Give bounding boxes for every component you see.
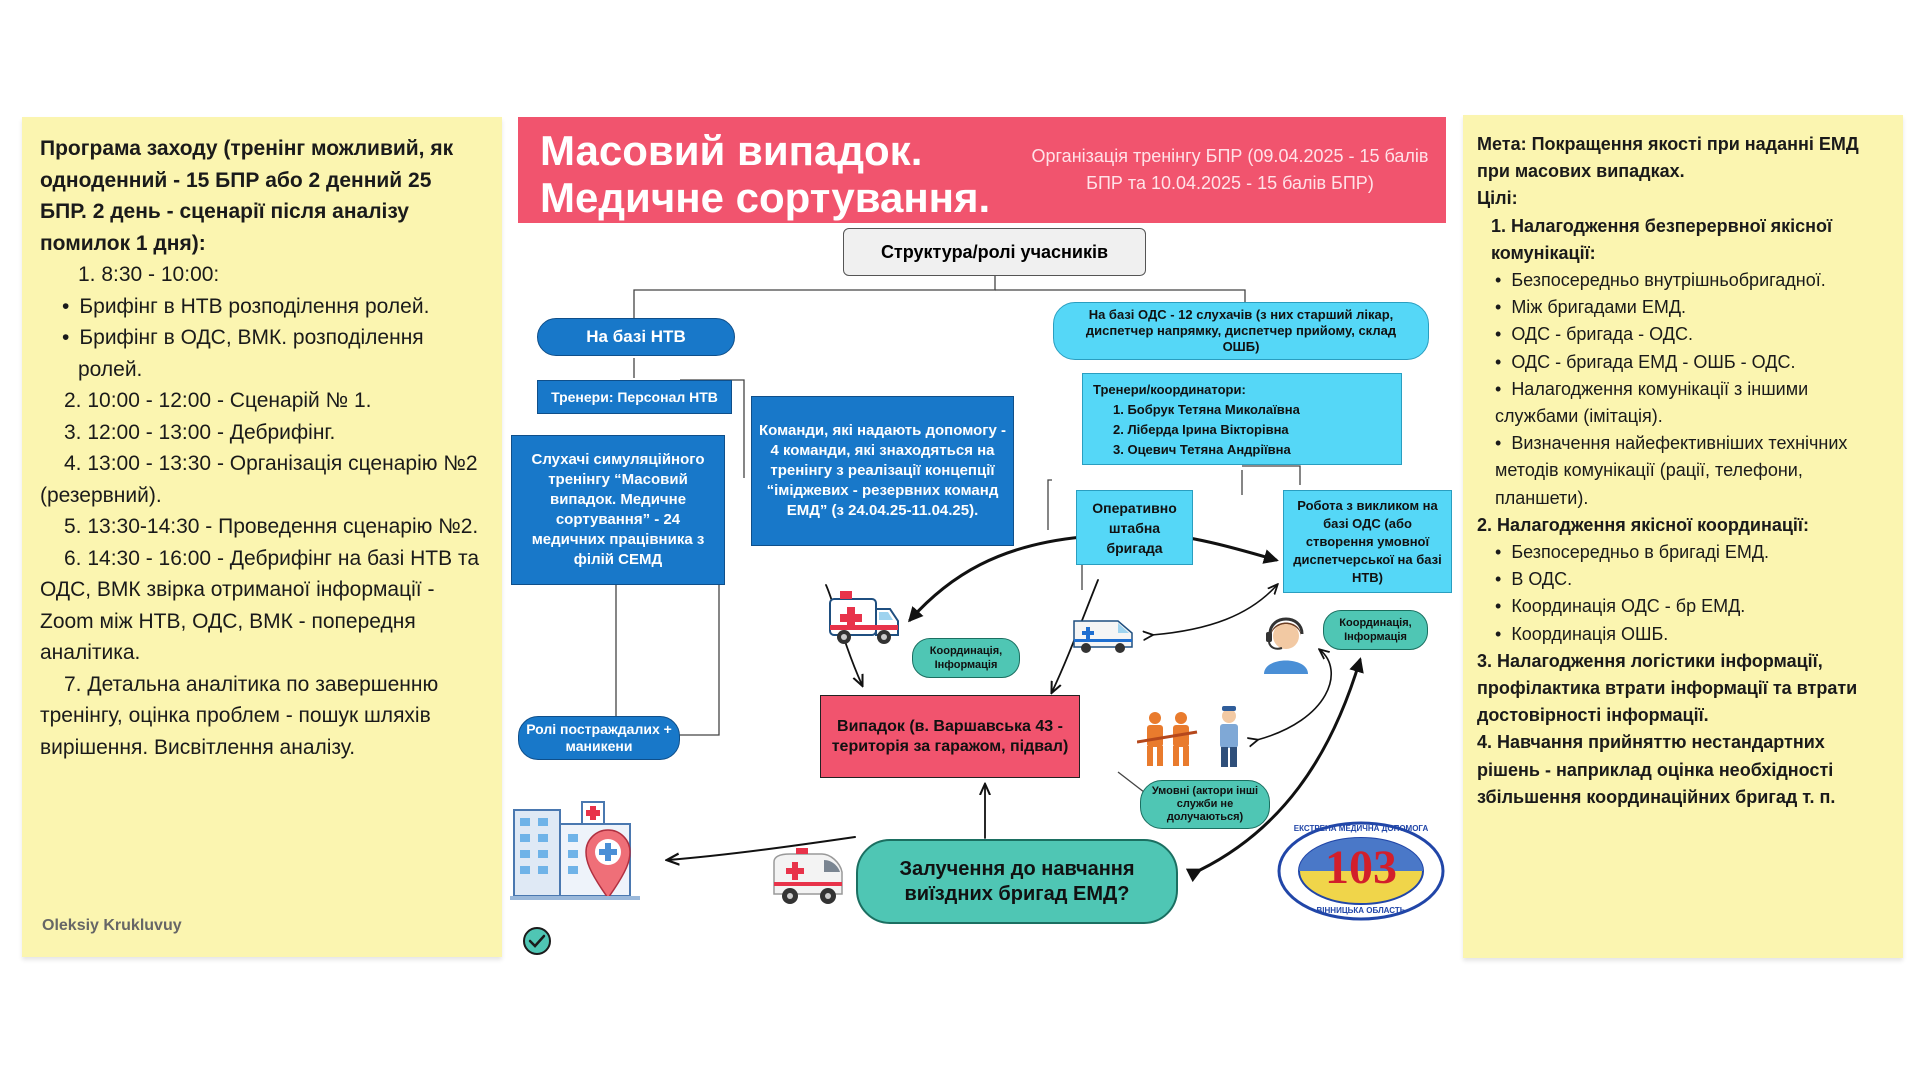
teams-box: Команди, які надають допомогу - 4 команд… bbox=[751, 396, 1014, 546]
logo-number: 103 bbox=[1325, 841, 1397, 894]
involvement-box: Залучення до навчання виїздних бригад ЕМ… bbox=[856, 839, 1178, 924]
program-item-7: 7. Детальна аналітика по завершенню трен… bbox=[40, 672, 439, 759]
title-banner: Масовий випадок. Медичне сортування. Орг… bbox=[518, 117, 1446, 223]
incident-box: Випадок (в. Варшавська 43 - територія за… bbox=[820, 695, 1080, 778]
program-note: Програма заходу (тренінг можливий, як од… bbox=[22, 117, 502, 957]
author-name: Oleksiy Krukluvuy bbox=[42, 917, 182, 934]
program-item-5: 5. 13:30-14:30 - Проведення сценарію №2. bbox=[64, 515, 479, 538]
logo-region: ВІННИЦЬКА ОБЛАСТЬ bbox=[1316, 906, 1406, 915]
dispatcher-icon bbox=[1264, 617, 1308, 674]
coordination-right-badge: Координація, Інформація bbox=[1323, 610, 1428, 650]
program-item-2: 2. 10:00 - 12:00 - Сценарій № 1. bbox=[64, 389, 372, 412]
logo-text: ЕКСТРЕНА МЕДИЧНА ДОПОМОГА bbox=[1293, 824, 1429, 833]
objective-1: 1. Налагодження безперервної якісної ком… bbox=[1491, 215, 1833, 263]
program-item-3: 3. 12:00 - 13:00 - Дебрифінг. bbox=[64, 420, 336, 444]
emergency-logo: 103 ЕКСТРЕНА МЕДИЧНА ДОПОМОГА ВІННИЦЬКА … bbox=[1276, 820, 1446, 922]
hospital-icon bbox=[510, 801, 640, 900]
ods-trainer-3: 3. Оцевич Тетяна Андріївна bbox=[1113, 442, 1291, 457]
ntv-trainers-box: Тренери: Персонал НТВ bbox=[537, 380, 732, 414]
objectives-label: Цілі: bbox=[1477, 188, 1518, 209]
operational-hq-box: Оперативно штабна бригада bbox=[1076, 490, 1193, 565]
goals-note: Мета: Покращення якості при наданні ЕМД … bbox=[1463, 115, 1903, 958]
program-bullet-1: Брифінг в НТВ розподілення ролей. bbox=[40, 291, 484, 323]
objective-2-item: Координація ОДС - бр ЕМД. bbox=[1477, 593, 1889, 620]
ods-trainers-box: Тренери/координатори: 1. Бобрук Тетяна М… bbox=[1082, 373, 1402, 465]
objective-1-item: Безпосередньо внутрішньобригадної. bbox=[1477, 267, 1889, 294]
page-subtitle: Організація тренінгу БПР (09.04.2025 - 1… bbox=[1031, 146, 1429, 193]
objective-1-item: Між бригадами ЕМД. bbox=[1477, 294, 1889, 321]
check-icon bbox=[523, 927, 551, 955]
ntv-base-box: На базі НТВ bbox=[537, 318, 735, 356]
goal-title: Мета: Покращення якості при наданні ЕМД … bbox=[1477, 134, 1859, 182]
page-title: Масовий випадок. Медичне сортування. bbox=[540, 127, 991, 221]
ntv-students-box: Слухачі симуляційного тренінгу “Масовий … bbox=[511, 435, 725, 585]
ods-trainer-2: 2. Ліберда Ірина Вікторівна bbox=[1113, 422, 1289, 437]
objective-2-item: Безпосередньо в бригаді ЕМД. bbox=[1477, 539, 1889, 566]
objective-2: 2. Налагодження якісної координації: bbox=[1477, 514, 1809, 535]
logo-emblem-icon bbox=[1277, 821, 1445, 921]
program-bullet-2: •Брифінг в ОДС, ВМК. розподілення ролей. bbox=[62, 326, 424, 381]
objective-1-item: ОДС - бригада ЕМД - ОШБ - ОДС. bbox=[1477, 349, 1889, 376]
objective-1-item: ОДС - бригада - ОДС. bbox=[1477, 321, 1889, 348]
conditional-badge: Умовні (актори інші служби не долучаютьс… bbox=[1140, 780, 1270, 829]
ods-base-box: На базі ОДС - 12 слухачів (з них старший… bbox=[1053, 302, 1429, 360]
objective-2-item: Координація ОШБ. bbox=[1477, 621, 1889, 648]
objective-1-item: Визначення найефективніших технічних мет… bbox=[1477, 430, 1889, 512]
bottom-ambulance-icon bbox=[773, 848, 843, 904]
ods-trainers-title: Тренери/координатори: bbox=[1093, 382, 1246, 397]
ambulance-icon bbox=[829, 591, 899, 644]
objective-1-item: Налагодження комунікації з іншими служба… bbox=[1477, 376, 1889, 430]
program-item-6: 6. 14:30 - 16:00 - Дебрифінг на базі НТВ… bbox=[40, 546, 480, 665]
rescuers-icon bbox=[1137, 706, 1238, 767]
program-item-1: 1. 8:30 - 10:00: bbox=[78, 263, 220, 286]
ods-trainer-1: 1. Бобрук Тетяна Миколаївна bbox=[1113, 402, 1300, 417]
program-heading: Програма заходу (тренінг можливий, як од… bbox=[40, 137, 454, 255]
call-work-box: Робота з викликом на базі ОДС (або створ… bbox=[1283, 490, 1452, 593]
objective-2-item: В ОДС. bbox=[1477, 566, 1889, 593]
small-ambulance-icon bbox=[1073, 620, 1133, 653]
victims-box: Ролі постраждалих + маникени bbox=[518, 716, 680, 760]
objective-3: 3. Налагодження логістики інформації, пр… bbox=[1477, 650, 1858, 726]
coordination-left-badge: Координація, Інформація bbox=[912, 638, 1020, 678]
objective-4: 4. Навчання прийняттю нестандартних ріше… bbox=[1477, 732, 1836, 807]
program-item-4: 4. 13:00 - 13:30 - Організація сценарію … bbox=[40, 452, 478, 507]
structure-box: Структура/ролі учасників bbox=[843, 228, 1146, 276]
